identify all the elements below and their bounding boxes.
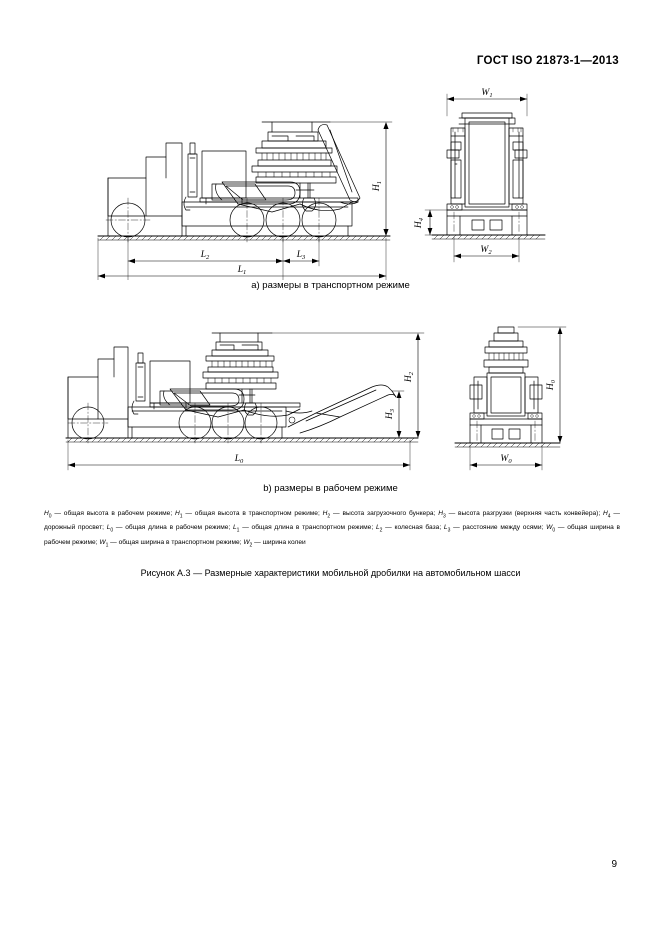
- dimension-H2: [271, 332, 425, 438]
- dimension-H3: [391, 390, 405, 438]
- dimension-chain-lengths: [97, 237, 387, 280]
- subcaption-a: a) размеры в транспортном режиме: [251, 280, 410, 291]
- label-H1: H1: [372, 181, 383, 192]
- figure-a3b-drawing: H2 H3 L0 H0 W0: [65, 326, 567, 471]
- label-H3: H3: [385, 408, 396, 420]
- label-W2: W2: [480, 245, 492, 256]
- document-standard-number: ГОСТ ISO 21873-1—2013: [476, 55, 619, 67]
- dimension-H4: [424, 209, 450, 236]
- figure-a3-working-mode: H2 H3 L0 H0 W0 b) размеры в рабочем режи…: [0, 315, 661, 494]
- label-W0: W0: [500, 454, 512, 465]
- label-W1: W1: [481, 88, 492, 99]
- dimension-H1: [329, 121, 393, 236]
- dimension-W1: [446, 93, 528, 117]
- dimension-W2: [453, 236, 520, 263]
- front-view-transport: [431, 112, 546, 240]
- label-L1: L1: [237, 265, 247, 276]
- label-L0: L0: [234, 454, 244, 465]
- dimension-H0: [517, 326, 567, 443]
- label-H2: H2: [404, 371, 415, 383]
- side-view-working: [65, 332, 419, 444]
- subcaption-b: b) размеры в рабочем режиме: [263, 483, 398, 494]
- dimension-L0: [67, 439, 411, 471]
- legend-line-1: H0 — общая высота в рабочем режиме; H1 —…: [44, 510, 620, 548]
- figure-legend: H0 — общая высота в рабочем режиме; H1 —…: [44, 508, 620, 551]
- label-L3: L3: [296, 250, 306, 261]
- dimension-W0: [469, 444, 543, 471]
- side-view-transport: [97, 121, 391, 243]
- label-H0: H0: [546, 379, 557, 391]
- figure-caption: Рисунок А.3 — Размерные характеристики м…: [140, 568, 521, 578]
- front-view-working: [454, 326, 561, 448]
- figure-a3-transport-mode: H1 L2 L3 L1 W1 W2 H4 a) размеры в трансп…: [0, 80, 661, 291]
- label-H4: H4: [414, 217, 425, 229]
- label-L2: L2: [200, 250, 210, 261]
- figure-a3a-drawing: H1 L2 L3 L1 W1 W2 H4: [97, 88, 546, 280]
- page-number: 9: [611, 859, 617, 870]
